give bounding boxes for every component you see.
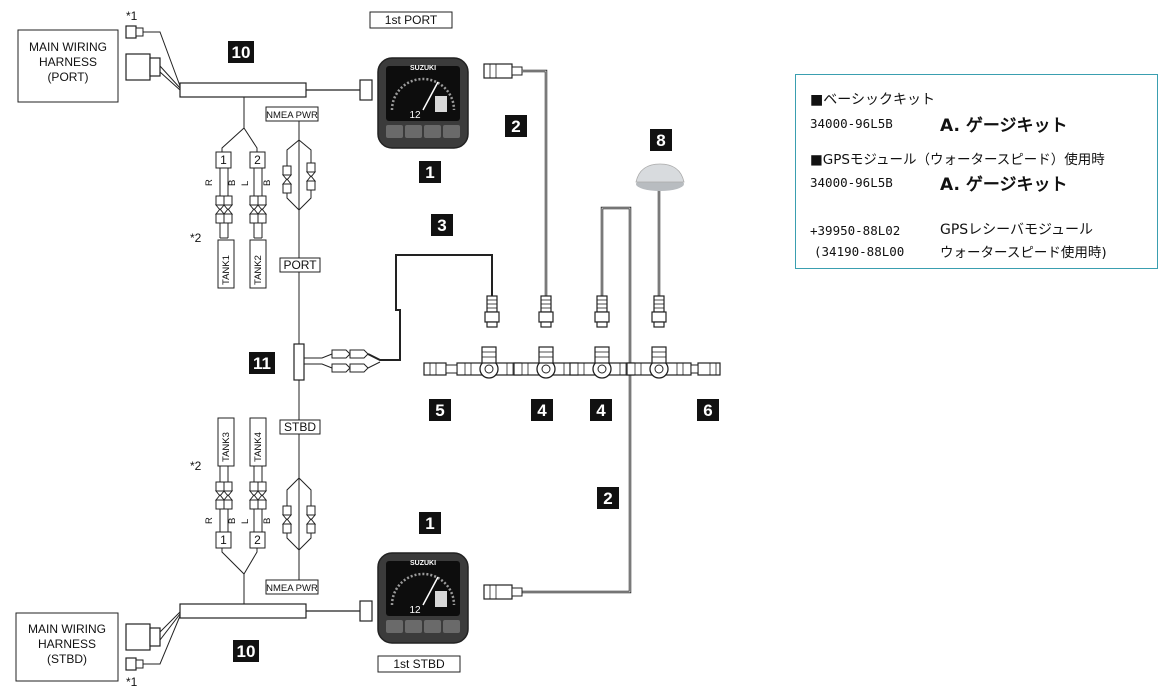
badge-5: 5 <box>429 399 451 421</box>
gps-kit-name: A. ゲージキット <box>940 175 1068 195</box>
port-note1: *1 <box>126 9 138 23</box>
gauge-port-brand: SUZUKI <box>410 65 436 72</box>
stbd-tank4: TANK4 <box>253 432 264 462</box>
stbd-wire-b1: B <box>227 518 238 524</box>
badge-1-bottom: 1 <box>419 512 441 534</box>
stbd-harness-line3: (STBD) <box>47 652 87 666</box>
stbd-note1: *1 <box>126 675 138 689</box>
gauge-port: 1st PORT SUZUKI 12 <box>369 11 470 150</box>
port-harness-line1: MAIN WIRING <box>29 40 107 54</box>
badge-10-bottom: 10 <box>233 640 259 662</box>
stbd-wire-l: L <box>240 519 251 524</box>
badge-8-text: 8 <box>656 131 665 150</box>
stbd-box1: 1 <box>220 533 227 547</box>
port-harness-line3: (PORT) <box>47 70 88 84</box>
badge-5-text: 5 <box>435 401 444 420</box>
badge-6: 6 <box>697 399 719 421</box>
gauge-stbd: SUZUKI 12 1st STBD <box>376 551 470 673</box>
badge-1-top: 1 <box>419 161 441 183</box>
badge-10-bottom-text: 10 <box>237 642 256 661</box>
port-box1: 1 <box>220 153 227 167</box>
gps-part-code-2: (34190-88L00 <box>814 244 905 259</box>
gauge-stbd-value: 12 <box>409 605 421 616</box>
badge-4-right: 4 <box>590 399 612 421</box>
badge-4-right-text: 4 <box>596 401 606 420</box>
stbd-tank3: TANK3 <box>221 432 232 462</box>
center-joint <box>293 254 493 420</box>
stbd-harness-line1: MAIN WIRING <box>28 622 106 636</box>
port-harness-line2: HARNESS <box>39 55 97 69</box>
badge-11: 11 <box>249 352 275 374</box>
port-tank1: TANK1 <box>221 255 232 285</box>
badge-3: 3 <box>431 214 453 236</box>
badge-2-bottom: 2 <box>597 487 619 509</box>
badge-8: 8 <box>650 129 672 151</box>
badge-2-bottom-text: 2 <box>603 489 612 508</box>
badge-1-bottom-text: 1 <box>425 514 434 533</box>
port-harness-group: MAIN WIRING HARNESS (PORT) *1 NMEA PWR 1… <box>17 9 373 344</box>
basic-kit-heading: ■ベーシックキット <box>810 92 935 108</box>
badge-11-text: 11 <box>253 354 271 373</box>
gps-part-name-2: ウォータースピード使用時) <box>940 245 1107 261</box>
badge-4-left-text: 4 <box>537 401 547 420</box>
port-wire-l: L <box>240 181 251 186</box>
port-wire-b1: B <box>227 180 238 186</box>
gps-receiver-module <box>635 163 685 191</box>
gauge-port-label: 1st PORT <box>385 13 438 27</box>
stbd-note2: *2 <box>190 459 202 473</box>
stbd-box2: 2 <box>254 533 261 547</box>
badge-4-left: 4 <box>531 399 553 421</box>
badge-6-text: 6 <box>703 401 712 420</box>
stbd-label: STBD <box>284 420 316 434</box>
kit-info-panel: ■ベーシックキット 34000-96L5B A. ゲージキット ■GPSモジュー… <box>795 74 1158 269</box>
stbd-wire-b2: B <box>262 518 273 524</box>
port-harness-bar <box>179 82 307 98</box>
port-note2: *2 <box>190 231 202 245</box>
basic-kit-name: A. ゲージキット <box>940 116 1068 136</box>
stbd-harness-box <box>15 612 119 682</box>
gps-kit-code: 34000-96L5B <box>810 175 893 190</box>
stbd-harness-group: STBD TANK3 TANK4 *2 R B L B 1 2 <box>15 417 373 689</box>
port-wire-b2: B <box>262 180 273 186</box>
gps-part-name-1: GPSレシーバモジュール <box>940 222 1094 238</box>
badge-2-top: 2 <box>505 115 527 137</box>
gauge-port-value: 12 <box>409 110 421 121</box>
nmea-backbone <box>423 63 721 600</box>
port-nmea-pwr: NMEA PWR <box>266 110 318 121</box>
gauge-stbd-label: 1st STBD <box>393 657 445 671</box>
port-box2: 2 <box>254 153 261 167</box>
stbd-harness-line2: HARNESS <box>38 637 96 651</box>
gauge-stbd-brand: SUZUKI <box>410 560 436 567</box>
port-label: PORT <box>283 258 317 272</box>
badge-1-top-text: 1 <box>425 163 434 182</box>
stbd-wire-r: R <box>204 517 215 524</box>
stbd-nmea-pwr: NMEA PWR <box>266 583 318 594</box>
gps-kit-heading: ■GPSモジュール（ウォータースピード）使用時 <box>810 152 1105 168</box>
badge-2-top-text: 2 <box>511 117 520 136</box>
badge-10-top: 10 <box>228 41 254 63</box>
port-wire-r: R <box>204 179 215 186</box>
gps-part-code-1: +39950-88L02 <box>810 223 901 238</box>
basic-kit-code: 34000-96L5B <box>810 116 893 131</box>
badge-3-text: 3 <box>437 216 446 235</box>
badge-10-top-text: 10 <box>232 43 251 62</box>
port-harness-box <box>17 29 119 103</box>
port-tank2: TANK2 <box>253 255 264 285</box>
stbd-harness-bar <box>179 603 307 619</box>
